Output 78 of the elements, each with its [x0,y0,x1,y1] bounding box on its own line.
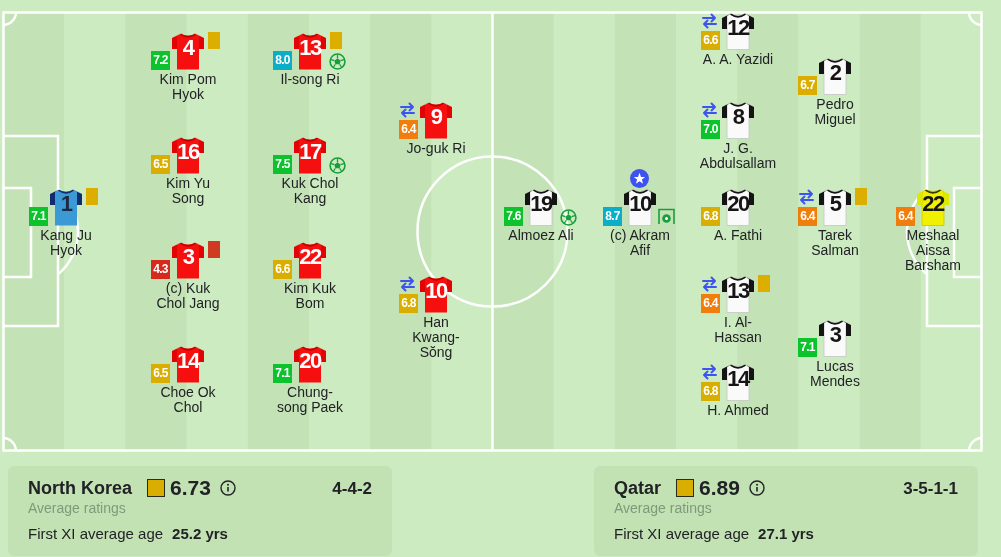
player-name: Han Kwang-Sŏng [411,315,461,360]
rating-badge: 8.7 [603,207,622,226]
jersey-number: 16 [177,143,199,160]
player-name: A. Fathi [712,228,764,243]
jersey-number: 10 [629,195,651,212]
jersey-number: 3 [829,326,841,343]
rating-badge: 8.0 [273,51,292,70]
player-name: Almoez Ali [507,228,575,243]
team-name: Qatar [614,477,662,499]
rating-badge: 6.4 [701,294,720,313]
jersey-number: 3 [182,248,194,265]
rating-badge: 6.8 [701,207,720,226]
player-name: J. G. Abdulsallam [698,141,778,171]
rating-badge: 6.6 [273,260,292,279]
jersey-number: 17 [299,143,321,160]
age-caption: First XI average age [28,525,164,543]
rating-badge: 7.1 [273,364,292,383]
age-caption: First XI average age [614,525,750,543]
player-name: Lucas Mendes [809,359,861,389]
player-name: Tarek Salman [810,228,860,258]
jersey-number: 20 [727,195,749,212]
jersey-number: 5 [829,195,841,212]
player-name: Pedro Miguel [813,97,857,127]
average-rating: 6.89 [699,476,740,500]
rating-badge: 6.4 [798,207,817,226]
rating-badge: 6.4 [896,207,915,226]
rating-badge: 6.4 [399,120,418,139]
rating-badge: 6.6 [701,31,720,50]
player-name: (c) Kuk Chol Jang [155,281,221,311]
player-name: I. Al-Hassan [713,315,763,345]
player-name: Meshaal Aissa Barsham [904,228,962,273]
jersey-number: 14 [727,370,749,387]
jersey-number: 22 [299,248,321,265]
jersey-number: 10 [425,282,447,299]
jersey-number: 20 [299,352,321,369]
rating-badge: 6.5 [151,155,170,174]
formation: 4-4-2 [332,478,372,500]
jersey-number: 2 [829,64,841,81]
player-name: Kim Yu Song [164,176,212,206]
player-name: Choe Ok Chol [159,385,217,415]
rating-caption: Average ratings [28,500,126,516]
player-name: Kang Ju Hyok [39,228,93,258]
player-name: (c) Akram Afif [609,228,671,258]
rating-badge: 7.0 [701,120,720,139]
jersey-number: 4 [182,39,194,56]
jersey-number: 14 [177,352,199,369]
formation: 3-5-1-1 [903,478,958,500]
average-rating: 6.73 [170,476,211,500]
player-name: Kim Kuk Bom [282,281,338,311]
rating-badge: 6.8 [399,294,418,313]
rating-badge: 7.6 [504,207,523,226]
player-name: A. A. Yazidi [701,52,775,67]
rating-badge: 6.7 [798,76,817,95]
player-name: H. Ahmed [706,403,770,418]
rating-badge: 7.2 [151,51,170,70]
player-name: Jo-guk Ri [405,141,467,156]
rating-badge: 7.1 [798,338,817,357]
jersey-number: 19 [530,195,552,212]
player-name: Kuk Chol Kang [280,176,340,206]
rating-caption: Average ratings [614,500,712,516]
jersey-number: 22 [922,195,944,212]
team-name: North Korea [28,477,132,499]
jersey-number: 1 [60,195,72,212]
jersey-number: 8 [732,108,744,125]
player-name: Kim Pom Hyok [158,72,218,102]
jersey-number: 9 [430,108,442,125]
rating-badge: 7.5 [273,155,292,174]
player-name: Chung-song Paek [275,385,345,415]
rating-badge: 6.5 [151,364,170,383]
average-age: 25.2 yrs [172,525,228,543]
rating-badge: 4.3 [151,260,170,279]
player-name: Il-song Ri [279,72,341,87]
jersey-number: 13 [299,39,321,56]
jersey-number: 12 [727,19,749,36]
rating-badge: 6.8 [701,382,720,401]
average-age: 27.1 yrs [758,525,814,543]
jersey-number: 13 [727,282,749,299]
rating-badge: 7.1 [29,207,48,226]
